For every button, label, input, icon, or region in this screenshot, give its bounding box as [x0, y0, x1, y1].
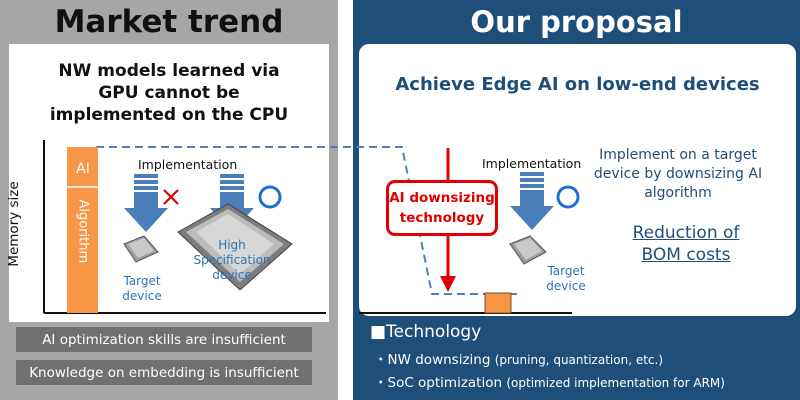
label-line: High [218, 238, 246, 252]
large-chip-icon [177, 203, 293, 291]
technology-item: ・SoC optimization (optimized implementat… [374, 371, 725, 391]
downsized-ai-block [484, 292, 512, 314]
reduction-line: Reduction of [632, 223, 740, 243]
ai-downsizing-technology-box: AI downsizing technology [386, 180, 498, 236]
technology-item-detail: (optimized implementation for ARM) [506, 376, 725, 390]
proposal-subtitle: Achieve Edge AI on low-end devices [395, 74, 760, 95]
algorithm-bar-label: Algorithm [75, 199, 91, 264]
label-line: Specification [193, 253, 271, 267]
description-line: Implement on a target [599, 147, 757, 163]
reduction-line: BOM costs [641, 245, 731, 265]
target-device-label-right: Target device [536, 264, 596, 294]
memory-size-axis-label: Memory size [6, 181, 22, 267]
technology-item-detail: (pruning, quantization, etc.) [494, 353, 664, 367]
label-line: device [546, 279, 586, 293]
our-proposal-title: Our proposal [470, 5, 683, 39]
cross-icon [163, 189, 179, 205]
market-trend-question: NW models learned via GPU cannot be impl… [9, 60, 329, 126]
market-trend-content [9, 44, 329, 322]
label-line: Target [547, 264, 585, 278]
technology-item-main: ・NW downsizing [374, 352, 495, 368]
issue-bar: AI optimization skills are insufficient [16, 327, 312, 352]
label-line: Target [123, 274, 161, 288]
high-spec-device-label: High Specification device [190, 238, 274, 283]
implementation-label-left: Implementation [138, 157, 238, 172]
box-line: AI downsizing [389, 190, 495, 206]
bom-cost-reduction: Reduction of BOM costs [616, 222, 756, 266]
description-line: algorithm [644, 185, 712, 201]
down-arrow-icon [510, 172, 554, 230]
technology-item-main: ・SoC optimization [374, 375, 507, 391]
circle-icon [556, 185, 580, 209]
box-line: technology [399, 210, 485, 226]
down-arrow-icon [124, 174, 168, 232]
proposal-description: Implement on a target device by downsizi… [592, 146, 764, 203]
chip-icon [123, 235, 159, 263]
technology-heading: ■Technology [370, 322, 482, 342]
ai-algorithm-bar [67, 147, 98, 313]
question-line: NW models learned via [58, 61, 280, 81]
description-line: device by downsizing AI [593, 166, 763, 182]
question-line: implemented on the CPU [49, 105, 289, 125]
issue-bar: Knowledge on embedding is insufficient [16, 360, 312, 385]
circle-icon [258, 185, 282, 209]
technology-item: ・NW downsizing (pruning, quantization, e… [374, 348, 663, 368]
target-device-label-left: Target device [112, 274, 172, 304]
question-line: GPU cannot be [98, 83, 240, 103]
implementation-label-right: Implementation [482, 156, 582, 171]
label-line: device [122, 289, 162, 303]
label-line: device [212, 268, 252, 282]
market-trend-title: Market trend [54, 4, 284, 40]
ai-bar-label: AI [76, 161, 90, 177]
chip-icon [509, 235, 547, 265]
